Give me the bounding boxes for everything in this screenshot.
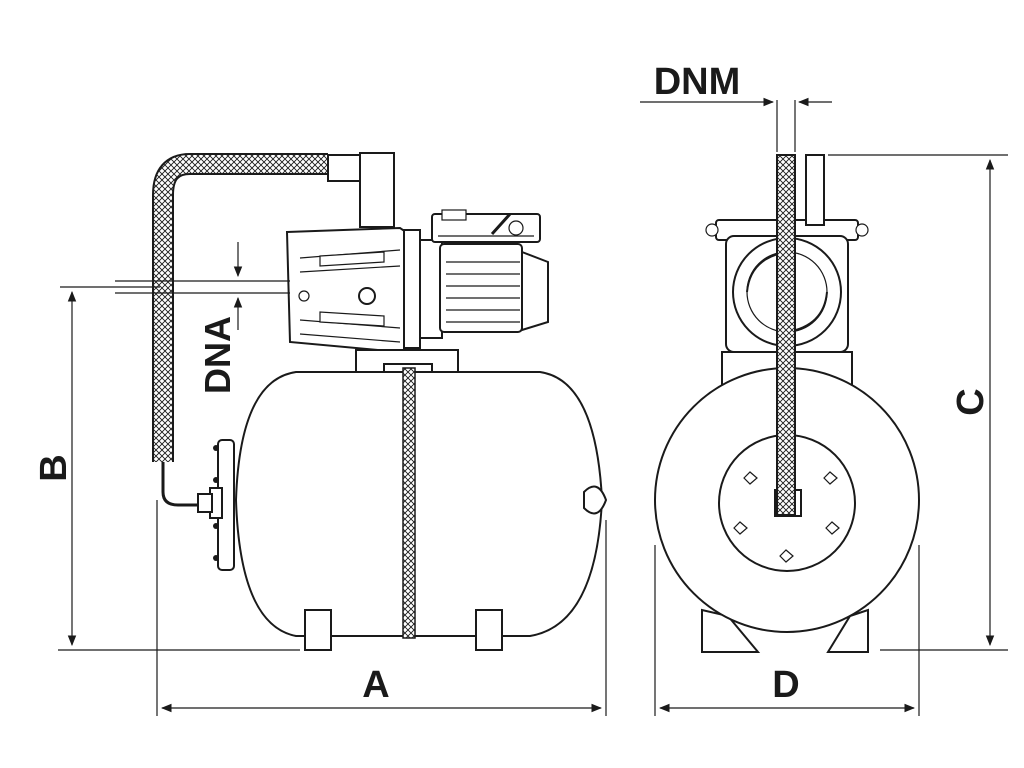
pump-motor — [419, 209, 549, 339]
dimension-label-d: D — [772, 664, 799, 706]
tank-flange — [197, 439, 235, 571]
pump-outlet-block — [359, 152, 395, 228]
dimension-label-b: B — [33, 454, 75, 481]
air-valve-icon — [583, 485, 608, 515]
hose-front — [776, 154, 796, 516]
pump-front — [705, 219, 869, 353]
hose-connector — [327, 154, 363, 182]
dimension-label-a: A — [362, 664, 389, 706]
terminal-box — [431, 213, 541, 243]
dimension-label-dnm: DNM — [654, 61, 741, 103]
pressure-tank — [234, 371, 604, 637]
priming-plug-icon — [358, 287, 376, 305]
outlet-pipe-front — [805, 154, 825, 226]
tank-foot-left — [304, 609, 332, 651]
tank-leg-right — [826, 608, 869, 653]
hose-pipe-bend — [161, 462, 210, 507]
side-view — [152, 152, 608, 651]
tank-foot-right — [475, 609, 503, 651]
pump-body — [285, 226, 421, 354]
front-view-dimensions — [640, 97, 1008, 716]
dimension-label-dna: DNA — [197, 316, 238, 394]
tank-seam — [402, 367, 416, 639]
front-view — [654, 154, 920, 653]
dimension-label-c: C — [950, 388, 992, 415]
flange-bolts — [733, 471, 840, 563]
side-view-dimensions — [58, 242, 607, 716]
